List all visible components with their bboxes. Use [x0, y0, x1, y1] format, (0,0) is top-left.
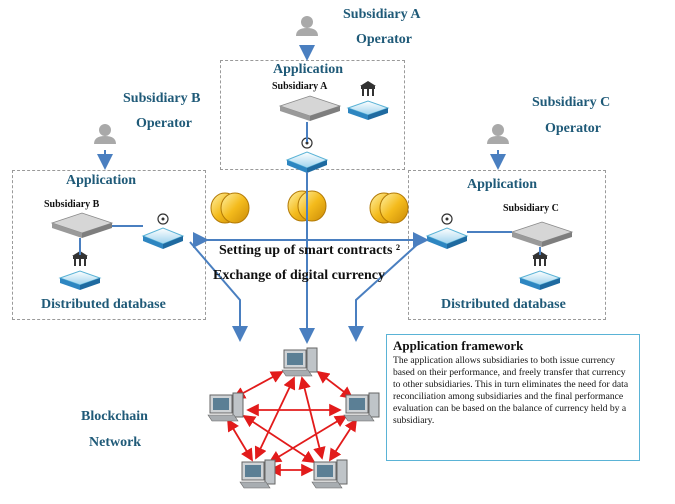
subsidiary-c-db: Distributed database [441, 297, 566, 312]
bank-icon [518, 251, 562, 290]
server-icon [50, 212, 114, 238]
network-label: Network [89, 435, 142, 450]
application-framework-box: Application framework The application al… [386, 334, 640, 461]
digital-currency-label: Exchange of digital currency [213, 268, 386, 283]
computer-icon [207, 392, 244, 422]
subsidiary-b-name: Subsidiary B [123, 91, 201, 106]
server-icon [278, 95, 342, 121]
computer-icon [239, 459, 276, 489]
framework-title: Application framework [393, 338, 524, 353]
node-icon [285, 137, 329, 173]
subsidiary-c-node: Subsidiary C [503, 203, 559, 214]
person-icon [487, 124, 509, 144]
person-icon [94, 124, 116, 144]
bank-icon [58, 251, 102, 290]
subsidiary-a-role: Operator [356, 32, 412, 47]
subsidiary-c-role: Operator [545, 121, 601, 136]
smart-contracts-label: Setting up of smart contracts ² [219, 243, 401, 258]
computer-icon [281, 347, 318, 377]
subsidiary-a-name: Subsidiary A [343, 7, 421, 22]
bank-icon [346, 81, 390, 120]
subsidiary-c-app: Application [467, 177, 538, 192]
subsidiary-a-node: Subsidiary A [272, 81, 328, 92]
subsidiary-b-app: Application [66, 173, 137, 188]
server-icon [510, 221, 574, 247]
node-icon [425, 213, 469, 249]
coin-icon [287, 190, 327, 222]
person-icon [296, 16, 318, 36]
coin-icon [369, 192, 409, 224]
blockchain-label: Blockchain [81, 409, 148, 424]
subsidiary-b-node: Subsidiary B [44, 199, 100, 210]
computer-icon [311, 459, 348, 489]
node-icon [141, 213, 185, 249]
coin-icon [210, 192, 250, 224]
framework-body: The application allows subsidiaries to b… [393, 355, 629, 426]
subsidiary-a-app: Application [273, 62, 344, 77]
subsidiary-c-name: Subsidiary C [532, 95, 611, 110]
subsidiary-b-role: Operator [136, 116, 192, 131]
computer-icon [343, 392, 380, 422]
subsidiary-b-db: Distributed database [41, 297, 166, 312]
